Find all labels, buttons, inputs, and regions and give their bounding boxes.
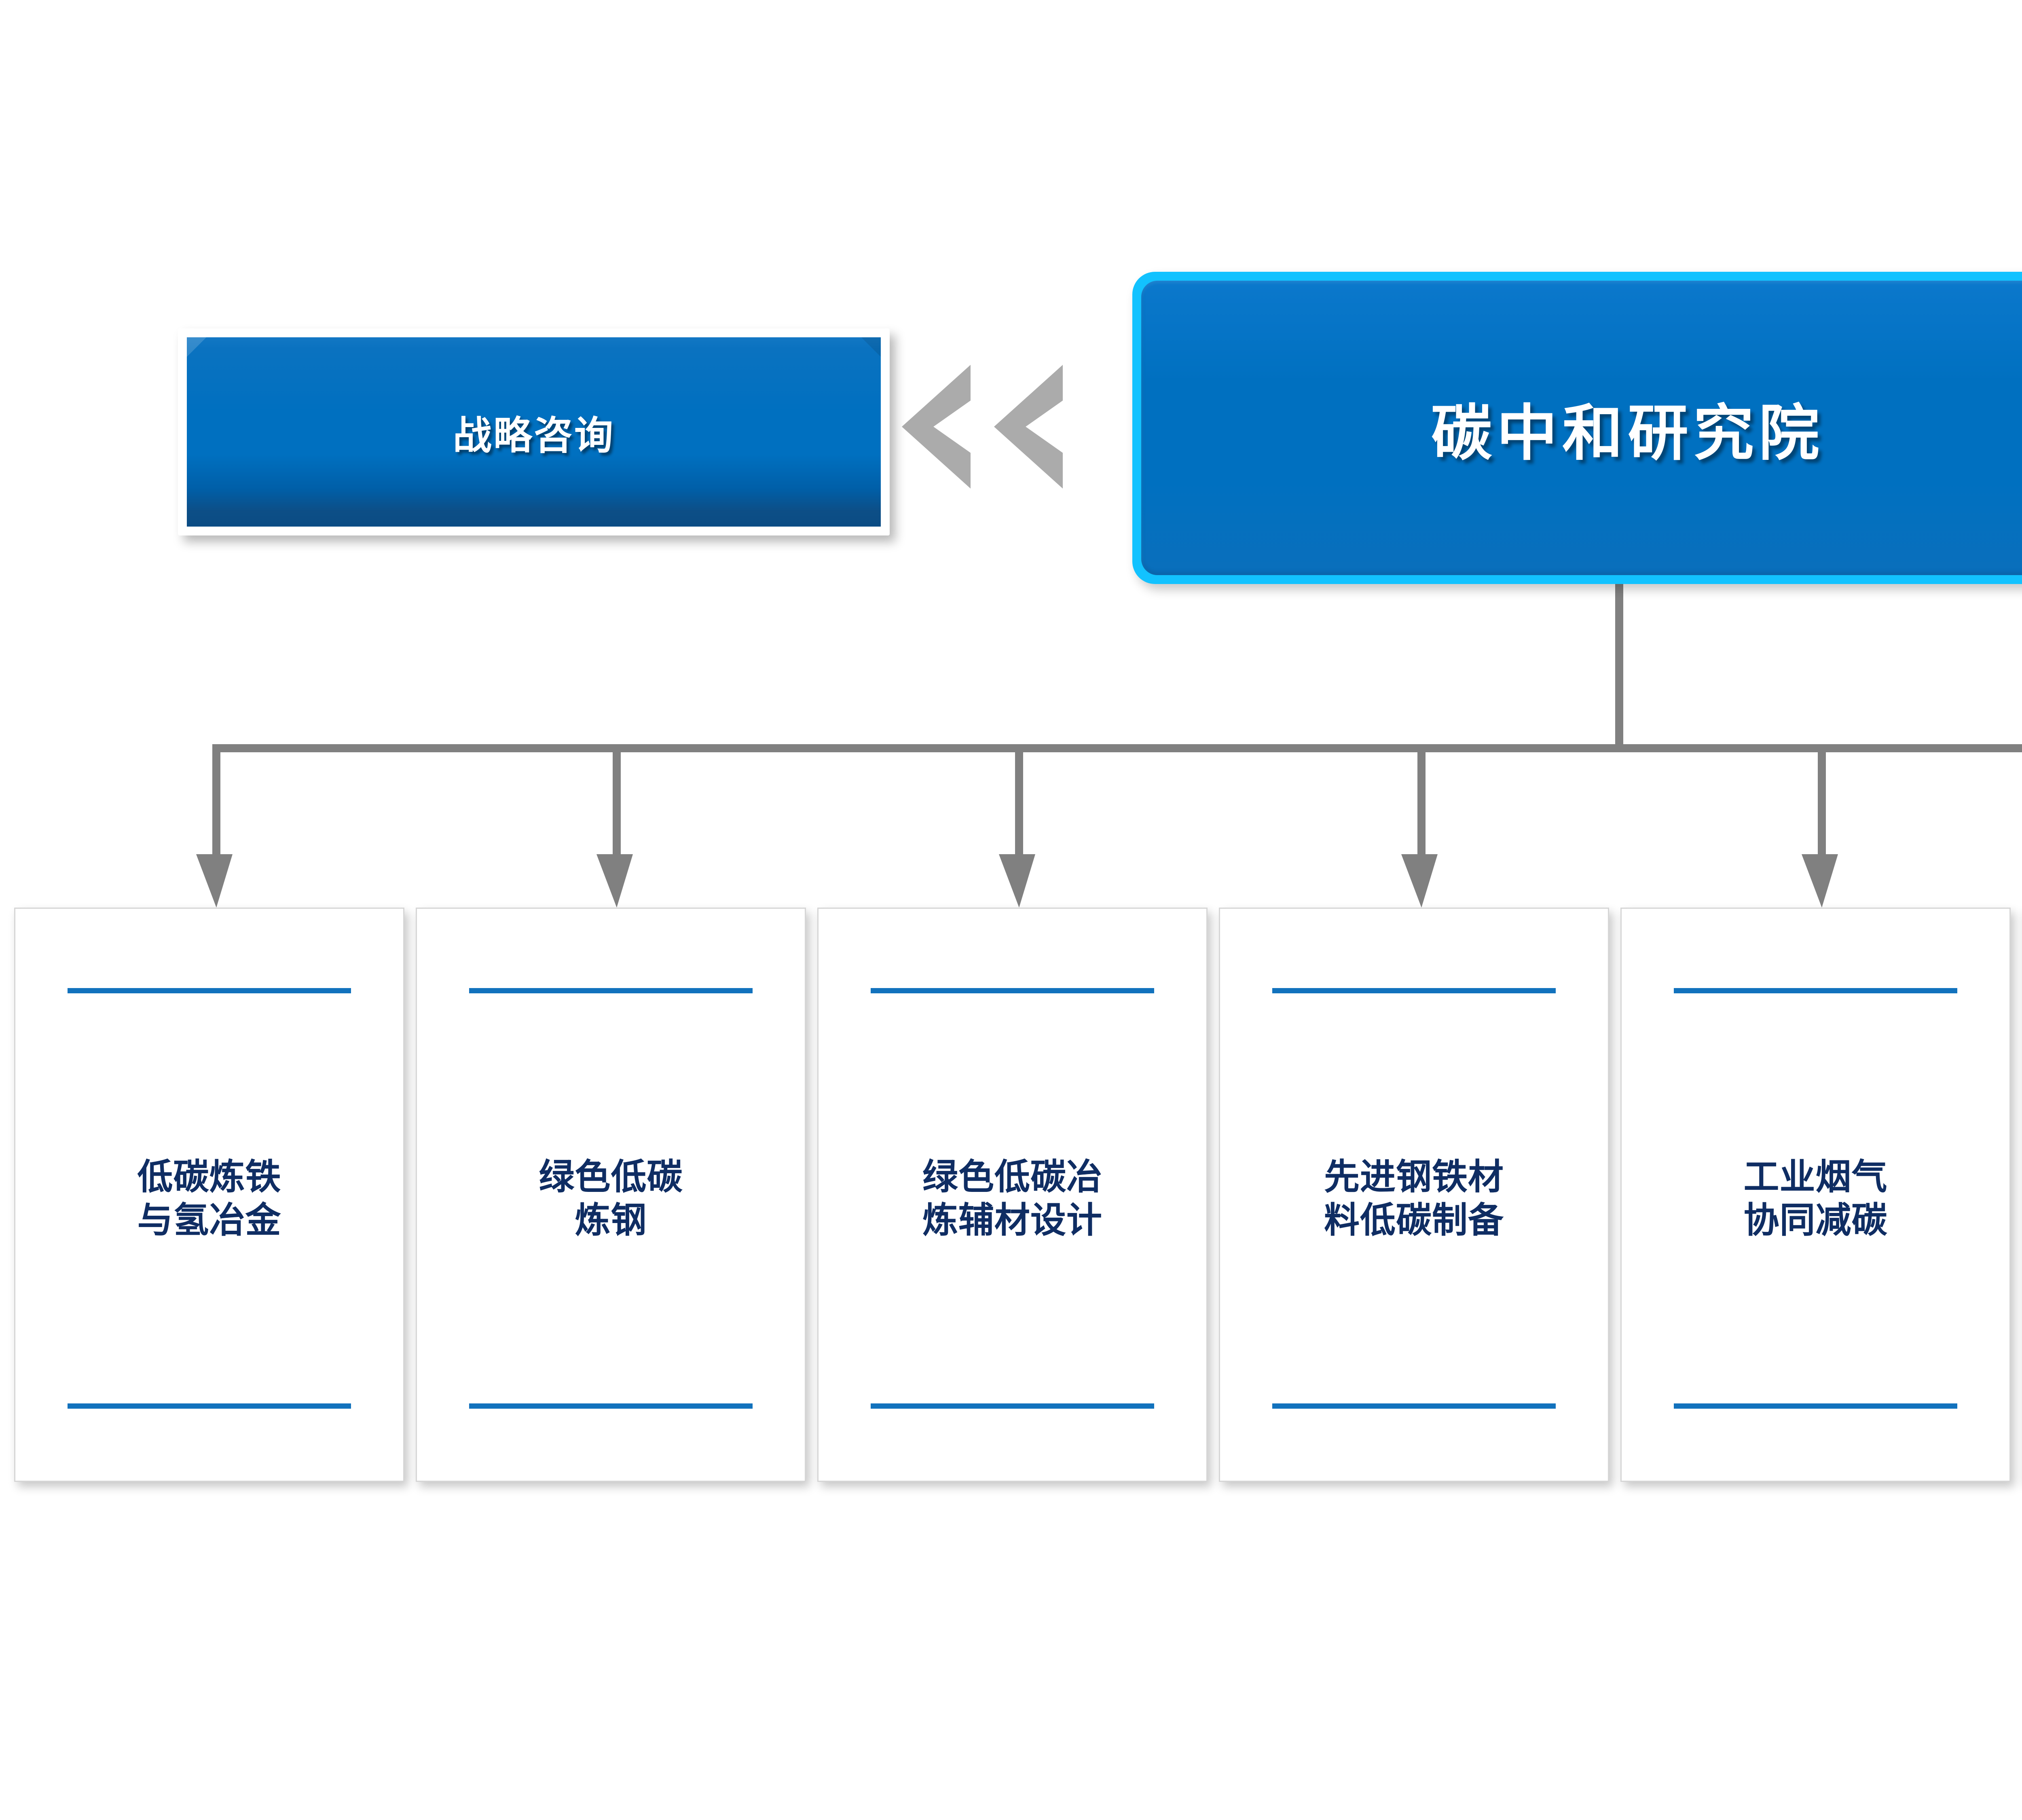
chevron-double-left-group (902, 364, 1063, 489)
card-rule-bottom (68, 1403, 351, 1409)
branch-card[interactable]: 先进钢铁材料低碳制备 (1219, 908, 1609, 1482)
chevron-left-icon (902, 365, 971, 489)
branch-card[interactable]: 绿色低碳冶炼辅材设计 (817, 908, 1208, 1482)
center-node-carbon-neutrality-institute[interactable]: 碳中和研究院 (1132, 272, 2022, 584)
branch-card-title: 先进钢铁材料低碳制备 (1324, 1156, 1504, 1240)
center-stem (1615, 582, 1623, 748)
branch-card[interactable]: 低碳炼铁与氢冶金 (14, 908, 404, 1482)
card-rule-top (469, 988, 753, 993)
branch-card[interactable]: 绿色低碳炼钢 (416, 908, 806, 1482)
card-rule-bottom (871, 1403, 1154, 1409)
card-rule-bottom (1674, 1403, 1957, 1409)
card-title-area: 绿色低碳炼钢 (417, 993, 805, 1403)
branch-card-title: 低碳炼铁与氢冶金 (137, 1156, 281, 1240)
horizontal-bus (212, 744, 2022, 752)
card-title-area: 先进钢铁材料低碳制备 (1220, 993, 1608, 1403)
card-rule-bottom (1272, 1403, 1556, 1409)
branch-card-title: 绿色低碳炼钢 (539, 1156, 683, 1240)
chevron-left-icon (994, 365, 1063, 489)
center-node-label: 碳中和研究院 (1431, 399, 1824, 467)
branch-card-title: 绿色低碳冶炼辅材设计 (922, 1156, 1102, 1240)
card-title-area: 低碳炼铁与氢冶金 (15, 993, 403, 1403)
card-rule-top (1674, 988, 1957, 993)
card-rule-bottom (469, 1403, 753, 1409)
strategic-consulting-label: 战略咨询 (453, 414, 615, 457)
card-rule-top (1272, 988, 1556, 993)
strategic-consulting-box-fill: 战略咨询 (187, 337, 881, 527)
card-title-area: 工业烟气协同减碳 (1622, 993, 2009, 1403)
center-node-core: 碳中和研究院 (1141, 281, 2022, 575)
card-title-area: 绿色低碳冶炼辅材设计 (819, 993, 1206, 1403)
strategic-consulting-box[interactable]: 战略咨询 (178, 328, 890, 535)
card-rule-top (68, 988, 351, 993)
card-rule-top (871, 988, 1154, 993)
branch-card[interactable]: 工业烟气协同减碳 (1620, 908, 2011, 1482)
branch-card-title: 工业烟气协同减碳 (1743, 1156, 1888, 1240)
